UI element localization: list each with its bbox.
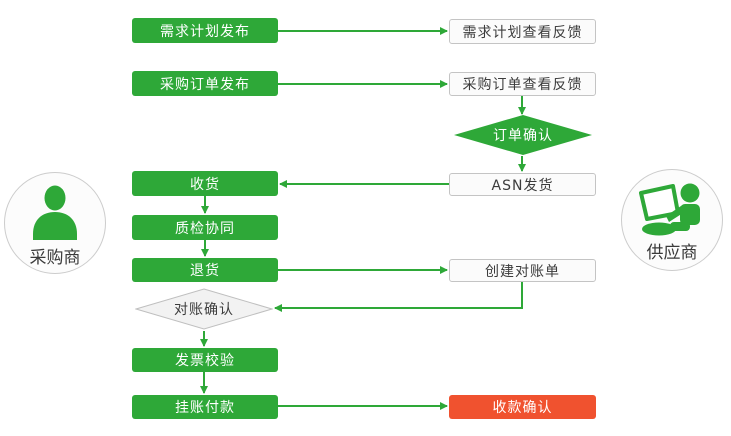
edge-create-statement-to-statement-confirm (274, 281, 523, 312)
node-demand-plan-publish: 需求计划发布 (132, 18, 278, 43)
node-invoice-check: 发票校验 (132, 348, 278, 372)
supplier-person-at-computer-icon (639, 183, 700, 236)
actor-supplier-label: 供应商 (646, 243, 698, 263)
node-po-feedback: 采购订单查看反馈 (449, 72, 596, 96)
node-order-confirm-label: 订单确认 (493, 128, 553, 144)
node-create-statement: 创建对账单 (449, 259, 596, 282)
node-payment-on-account: 挂账付款 (132, 395, 278, 419)
node-receipt-confirm: 收款确认 (449, 395, 596, 419)
node-order-confirm: 订单确认 (453, 114, 593, 156)
node-demand-plan-feedback: 需求计划查看反馈 (449, 19, 596, 44)
actor-buyer: 采购商 (4, 172, 106, 274)
order-confirm-diamond-shape (454, 115, 592, 155)
buyer-person-icon (33, 185, 77, 240)
node-asn-ship: ASN发货 (449, 173, 596, 196)
node-quality-collab: 质检协同 (132, 215, 278, 240)
node-statement-confirm: 对账确认 (135, 288, 273, 330)
actor-buyer-label: 采购商 (29, 248, 81, 268)
node-receive-goods: 收货 (132, 171, 278, 196)
node-return-goods: 退货 (132, 258, 278, 282)
node-po-publish: 采购订单发布 (132, 71, 278, 96)
node-statement-confirm-label: 对账确认 (174, 302, 234, 318)
statement-confirm-diamond-shape (135, 288, 273, 330)
actor-supplier: 供应商 (621, 169, 723, 271)
